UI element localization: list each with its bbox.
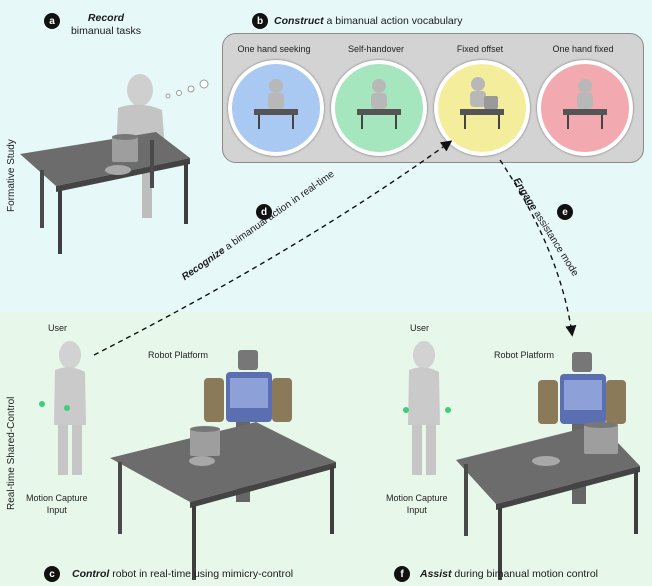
user-label-left: User: [48, 323, 68, 333]
vocab-scene-icons: [254, 77, 607, 129]
person-at-table-illustration: [20, 74, 190, 254]
caption-f: Assist during bimanual motion control: [420, 568, 598, 580]
caption-f-bold: Assist: [420, 568, 452, 580]
vocab-circle-one-hand-seeking: [228, 60, 324, 156]
arrow-d-recognize: [93, 140, 453, 356]
user-figure-right: [403, 341, 451, 475]
robot-platform-label-left: Robot Platform: [148, 350, 209, 360]
caption-b-bold: Construct: [274, 15, 324, 27]
robot-and-table-right: [456, 352, 640, 580]
caption-b: Construct a bimanual action vocabulary: [274, 15, 463, 27]
user-figure-left: [39, 341, 86, 475]
mocap-label-right: Motion Capture Input: [386, 493, 448, 515]
badge-d: d: [256, 204, 272, 220]
arrow-e-engage: [499, 159, 577, 337]
caption-a: Record bimanual tasks: [70, 12, 142, 38]
vocab-label-2: Fixed offset: [456, 44, 504, 54]
caption-c-rest: robot in real-time using mimicry-control: [109, 568, 294, 580]
mocap-label-left: Motion Capture Input: [26, 493, 88, 515]
badge-b: b: [252, 13, 268, 29]
badge-f: f: [394, 566, 410, 582]
vocab-circle-fixed-offset: [434, 60, 530, 156]
vocab-label-3: One hand fixed: [552, 44, 614, 54]
robot-platform-label-right: Robot Platform: [494, 350, 555, 360]
caption-f-rest: during bimanual motion control: [451, 568, 599, 580]
caption-a-bold: Record: [87, 12, 125, 24]
vocab-label-0: One hand seeking: [237, 44, 311, 54]
caption-b-rest: a bimanual action vocabulary: [323, 15, 463, 27]
vocab-label-1: Self-handover: [347, 44, 405, 54]
badge-e: e: [557, 204, 573, 220]
caption-c: Control robot in real-time using mimicry…: [72, 568, 293, 580]
badge-a: a: [44, 13, 60, 29]
caption-a-rest: bimanual tasks: [70, 25, 142, 37]
robot-and-table-left: [110, 350, 336, 580]
caption-c-bold: Control: [72, 568, 110, 580]
user-label-right: User: [410, 323, 430, 333]
thought-bubbles: [165, 79, 209, 99]
badge-c: c: [44, 566, 60, 582]
